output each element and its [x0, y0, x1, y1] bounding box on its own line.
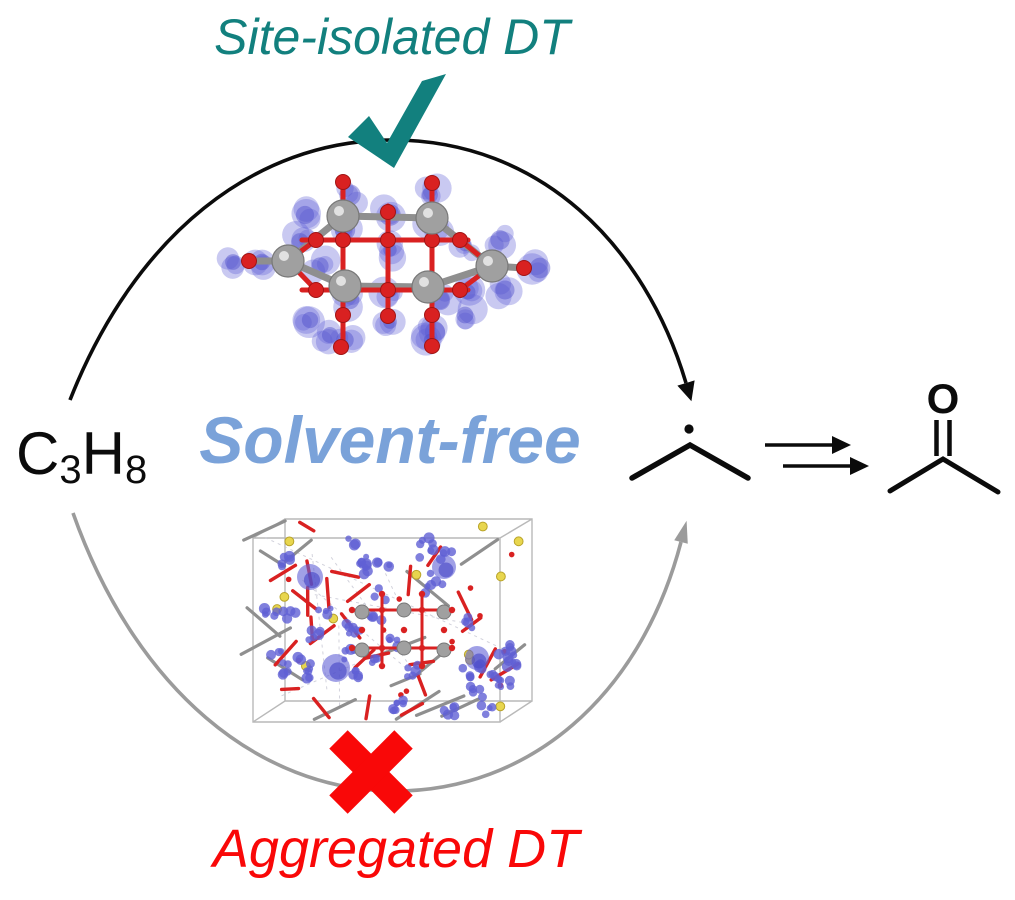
check-icon — [348, 74, 446, 168]
propane-c: C — [16, 420, 60, 487]
acetone-oxygen-label: O — [927, 375, 960, 422]
aggregated-atoms — [239, 519, 527, 721]
aggregated-crystal-image — [239, 518, 533, 723]
solvent-free-label: Solvent-free — [199, 403, 581, 477]
multistep-arrows — [765, 436, 869, 475]
site-isolated-cluster-image — [216, 173, 551, 356]
site-isolated-label: Site-isolated DT — [214, 9, 570, 65]
upper-reaction-arc — [68, 138, 695, 402]
radical-dot — [684, 424, 694, 434]
cross-icon — [329, 730, 413, 814]
propane-formula: C3H8 — [16, 424, 147, 490]
acetone-structure: O — [887, 375, 1001, 495]
unit-cell-box-edges — [252, 518, 533, 723]
propane-h: H — [81, 420, 125, 487]
propane-c-sub: 3 — [59, 447, 82, 492]
aggregated-label: Aggregated DT — [212, 819, 580, 879]
isopropyl-radical-structure — [629, 424, 751, 481]
propane-h-sub: 8 — [124, 447, 148, 492]
